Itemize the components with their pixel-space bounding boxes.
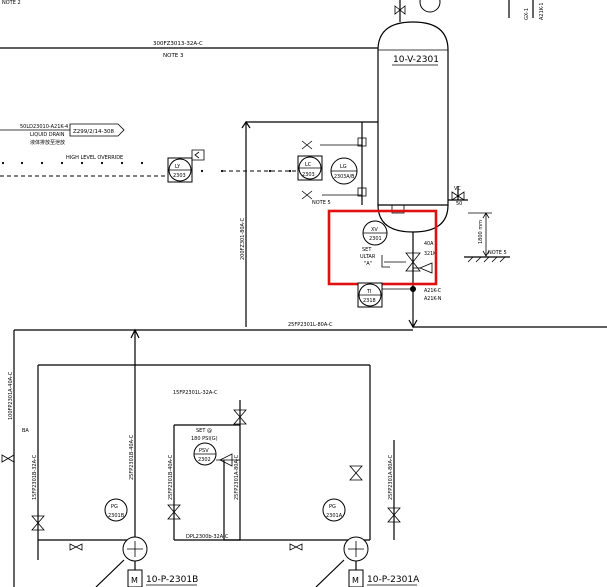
valve-a-top-icon: [349, 465, 363, 481]
valve-a-mid-icon: [387, 507, 401, 523]
top-instrument-bubble: [419, 0, 441, 13]
lc-cross-icon: [301, 140, 313, 150]
pg-a-num: 2301A: [326, 513, 343, 519]
pump-b-tag: 10-P-2301B: [146, 575, 198, 585]
ba-tag: BA: [22, 428, 29, 434]
mid-line-label-1: 25FP2301B-40A-C: [129, 434, 135, 480]
main-line-label: 300FZ3013-32A-C: [153, 41, 203, 47]
top-left-note: NOTE 2: [2, 0, 21, 6]
psv-valve-icon: [233, 409, 247, 425]
arrow-down-icon: [408, 319, 418, 329]
motor-a: [348, 569, 364, 587]
vortex-breaker-icon: [391, 204, 405, 214]
bridle-valve-bottom-icon: [357, 187, 367, 197]
xv-valve-bottom-icon: [405, 261, 421, 272]
psv-code: PSV: [199, 448, 209, 454]
pg-b-code: PG: [111, 504, 118, 510]
note5-left: NOTE 5: [312, 200, 331, 206]
vertical-line-label: 200FZ301-80A-C: [240, 217, 246, 260]
set-label-3: "A": [364, 261, 372, 267]
pg-a-bubble: [322, 498, 346, 522]
main-line-note: NOTE 3: [163, 53, 184, 59]
left-line-label-1: 100FP2301A-40A-C: [8, 371, 14, 420]
off-page-connector: [69, 123, 125, 137]
xv-valve-top-icon: [405, 252, 421, 263]
left-line-label-2: 15FP2301B-32A-C: [32, 454, 38, 500]
check-valve-icon: [418, 262, 433, 274]
lg-code: LG: [340, 164, 347, 170]
leader-b: [95, 559, 125, 587]
bridle-valve-top-icon: [357, 137, 367, 147]
pg-a-code: PG: [329, 504, 336, 510]
motor-a-label: M: [352, 576, 359, 585]
spec-a: 40A: [424, 241, 434, 247]
pump-line-label: 15FP2301L-32A-C: [173, 390, 218, 396]
liquid-drain-line-no: 50LD23010-A21K-4: [20, 124, 68, 130]
high-level-override-label: HIGH LEVEL OVERRIDE: [66, 155, 123, 161]
vc-valve-icon: [451, 191, 465, 201]
lc-code: LC: [305, 162, 312, 168]
vessel-shell: [377, 21, 449, 206]
recirc-valve-b-icon: [167, 504, 181, 520]
left-valve-icon: [1, 454, 15, 463]
psv-set-2: 180 PSI(G): [191, 436, 218, 442]
bottom-header-label: 25FP2301L-80A-C: [288, 322, 333, 328]
drain-label: DPL2300b-32A-C: [186, 534, 229, 540]
xv-num: 2301: [369, 236, 382, 242]
spec-e: A21K-N: [424, 296, 442, 302]
liquid-drain-cn: 液体排放至泄放: [30, 139, 65, 146]
psv-set-1: SET @: [196, 428, 212, 434]
ti-code: TI: [366, 289, 372, 295]
set-label-2: ULTAR: [360, 254, 376, 260]
actuator-icon: [381, 255, 390, 268]
left-valve-2-icon: [31, 515, 45, 531]
thermowell-icon: [410, 286, 416, 292]
suction-valve-a-icon: [289, 543, 303, 551]
dim-arrows-icon: [482, 212, 490, 257]
ly-code: LY: [175, 164, 181, 170]
ly-selector-icon: [194, 151, 200, 159]
ti-num: 2318: [363, 298, 376, 304]
lc-cross-lower-icon: [301, 190, 313, 200]
lc-num: 2303: [302, 172, 315, 178]
ground-hatch-icon: [467, 256, 506, 263]
spec-d: A21K-C: [424, 288, 442, 294]
dim-text: 1800 mm: [478, 220, 484, 244]
vessel-bottom-head: [377, 204, 449, 233]
suction-valve-b-icon: [69, 543, 83, 551]
vc-label: VC: [454, 186, 461, 192]
liquid-drain-ref: Z299/2/14-308: [73, 129, 114, 135]
highlight-box: [327, 209, 438, 286]
vessel-tag: 10-V-2301: [393, 55, 439, 65]
pump-a-tag: 10-P-2301A: [367, 575, 420, 585]
set-label-1: SET: [362, 247, 372, 253]
motor-b: [127, 569, 143, 587]
liquid-drain-title: LIQUID DRAIN: [30, 132, 65, 138]
pg-b-bubble: [104, 498, 128, 522]
pg-b-num: 2301B: [108, 513, 125, 519]
motor-b-label: M: [131, 576, 138, 585]
top-vent-valve-icon: [394, 5, 406, 15]
mid-line-label-3: 25FP2301A-80A-C: [234, 454, 240, 500]
lg-num: 2303A/B: [334, 174, 354, 180]
ly-num: 2303: [173, 173, 186, 179]
psv-num: 2302: [198, 457, 211, 463]
level-signal-dots: [1, 161, 292, 173]
mid-line-label-4: 25FP2301A-80A-C: [388, 454, 394, 500]
note5-right: NOTE 5: [488, 250, 507, 256]
vc-size: 50: [456, 201, 462, 207]
top-right-spec-1: GX-1: [524, 8, 530, 20]
mid-line-label-2: 25FP2301B-40A-C: [168, 454, 174, 500]
spec-b: 321K: [424, 251, 437, 257]
top-right-spec-2: A21K-1: [539, 2, 545, 20]
leader-a: [315, 559, 345, 587]
ly-selector-box: [191, 149, 205, 161]
xv-code: XV: [371, 227, 378, 233]
